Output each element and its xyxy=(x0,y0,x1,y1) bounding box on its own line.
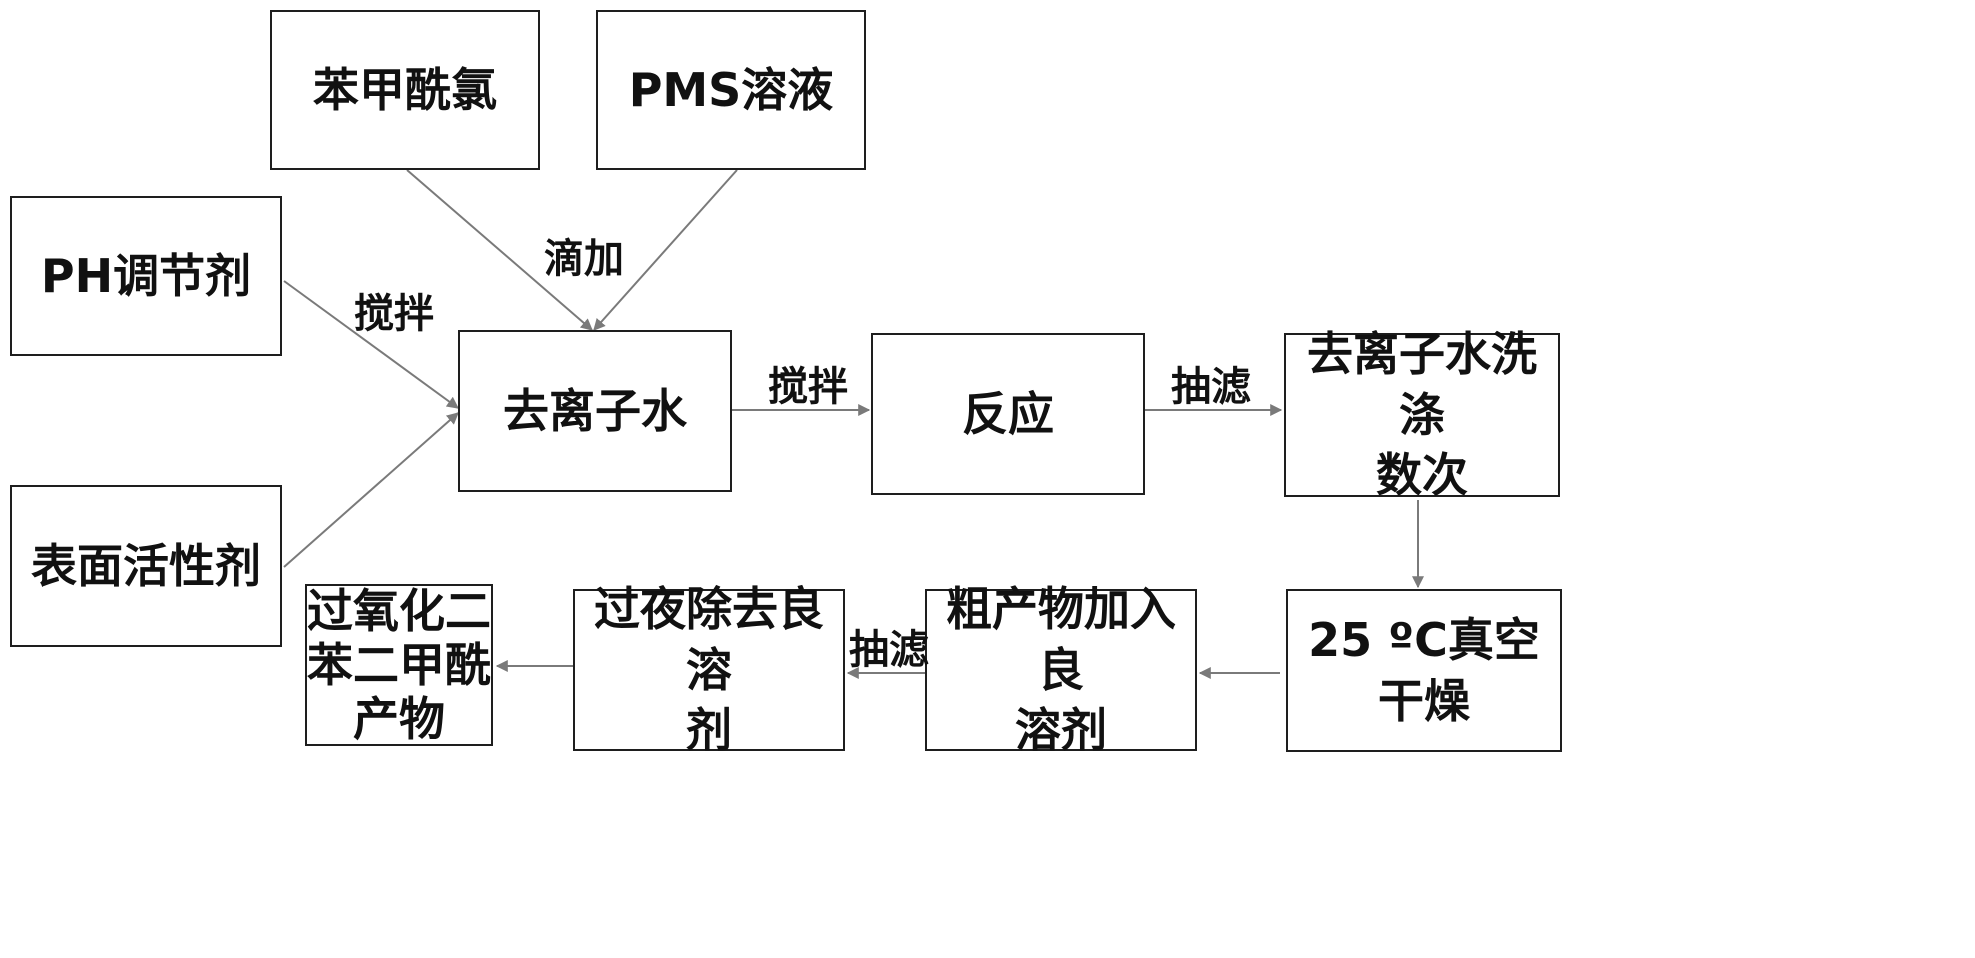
box-deionized-water: 去离子水 xyxy=(458,330,732,492)
box-benzoyl-chloride: 苯甲酰氯 xyxy=(270,10,540,170)
box-crude-product-label-line2: 溶剂 xyxy=(1015,703,1107,758)
box-reaction-label: 反应 xyxy=(962,386,1054,441)
box-pms-solution: PMS溶液 xyxy=(596,10,866,170)
box-wash: 去离子水洗涤 数次 xyxy=(1284,327,1560,502)
box-product: 过氧化二 苯二甲酰 产物 xyxy=(305,584,493,746)
box-crude-product: 粗产物加入良 溶剂 xyxy=(925,582,1197,757)
box-crude-product-label-line1: 粗产物加入良 xyxy=(946,581,1176,697)
box-overnight-label-line1: 过夜除去良溶 xyxy=(594,581,824,697)
box-overnight-label-line2: 剂 xyxy=(686,703,732,758)
box-vacuum-dry: 25 ºC真空干燥 xyxy=(1286,589,1562,752)
box-ph-regulator-label: PH调节剂 xyxy=(40,248,252,303)
box-pms-solution-label: PMS溶液 xyxy=(628,62,834,117)
arrow-ph-to-water xyxy=(283,280,459,409)
box-surfactant-label: 表面活性剂 xyxy=(31,538,261,593)
box-product-label-line3: 产物 xyxy=(353,692,445,747)
label-filter-bottom: 抽滤 xyxy=(849,627,929,673)
arrow-pms-to-water xyxy=(593,169,738,331)
box-overnight: 过夜除去良溶 剂 xyxy=(573,582,845,757)
arrow-surfactant-to-water xyxy=(283,412,459,568)
box-benzoyl-chloride-label: 苯甲酰氯 xyxy=(313,62,497,117)
box-reaction: 反应 xyxy=(871,333,1145,495)
box-deionized-water-label: 去离子水 xyxy=(503,383,687,438)
label-filter-top: 抽滤 xyxy=(1171,364,1251,410)
label-stir-middle: 搅拌 xyxy=(768,364,848,410)
box-product-label-line2: 苯二甲酰 xyxy=(307,637,491,692)
arrow-benjiaxianlv-to-water xyxy=(406,169,593,331)
label-stir-left: 搅拌 xyxy=(354,291,434,337)
box-product-label-line1: 过氧化二 xyxy=(307,583,491,638)
box-surfactant: 表面活性剂 xyxy=(10,485,282,647)
box-wash-label-line2: 数次 xyxy=(1376,448,1468,503)
box-wash-label-line1: 去离子水洗涤 xyxy=(1307,326,1537,442)
label-dropwise: 滴加 xyxy=(544,236,624,282)
box-ph-regulator: PH调节剂 xyxy=(10,196,282,356)
box-vacuum-dry-label: 25 ºC真空干燥 xyxy=(1308,612,1540,728)
